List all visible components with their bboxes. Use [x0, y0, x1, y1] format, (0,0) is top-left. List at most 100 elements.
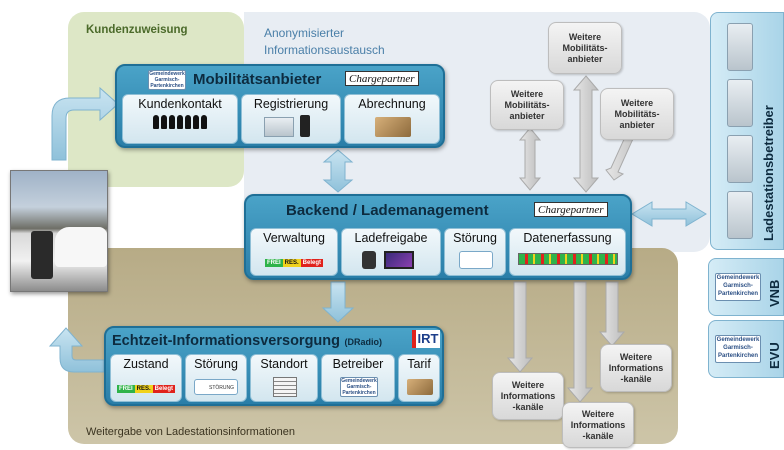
registrierung-label: Registrierung — [253, 97, 329, 111]
weitere-informationskanaele-2: Weitere Informations -kanäle — [562, 402, 634, 448]
tarif-label: Tarif — [407, 357, 431, 371]
invoice-icon — [375, 117, 411, 137]
betreiber-card: Betreiber Gemeindewerk Garmisch- Partenk… — [321, 354, 395, 402]
wi-line: -kanäle — [620, 373, 652, 384]
stoerung-backend-label: Störung — [453, 231, 497, 245]
logo-line: Partenkirchen — [717, 291, 759, 297]
ladefreigabe-card: Ladefreigabe — [341, 228, 441, 276]
wm-line: anbieter — [567, 53, 603, 64]
mobility-provider-panel: Gemeindewerk Garmisch- Partenkirchen Mob… — [115, 64, 445, 148]
datenerfassung-card: Datenerfassung — [509, 228, 626, 276]
logo-line: Gemeindewerk — [341, 378, 377, 384]
wm-line: Mobilitäts- — [614, 108, 660, 119]
stoerung-realtime-label: Störung — [194, 357, 238, 371]
kundenkontakt-card: Kundenkontakt — [122, 94, 238, 144]
standort-card: Standort — [250, 354, 318, 402]
tag-belegt: Belegt — [300, 259, 324, 267]
logo-line: Partenkirchen — [150, 83, 184, 89]
tag-belegt: Belegt — [152, 385, 176, 393]
rfid-icon — [362, 251, 376, 269]
backend-panel: Backend / Lademanagement Chargepartner V… — [244, 194, 632, 280]
gw-logo-betreiber: Gemeindewerk Garmisch- Partenkirchen — [340, 377, 378, 397]
zone-informationsaustausch-label-2: Informationsaustausch — [264, 43, 385, 57]
charging-station-icon — [727, 23, 753, 71]
tarif-card: Tarif — [398, 354, 440, 402]
logo-line: Gemeindewerk — [149, 71, 185, 77]
laptop-icon — [264, 117, 294, 137]
data-chart-icon — [518, 253, 618, 265]
arrow-mobility-backend — [322, 149, 354, 193]
station-list-icon — [273, 377, 297, 397]
arrow-grey-mob-2 — [572, 75, 600, 193]
tablet-icon — [384, 251, 414, 269]
wi-line: Weitere — [511, 379, 545, 390]
realtime-subtitle: (DRadio) — [344, 337, 382, 347]
wi-line: Informations — [608, 362, 664, 373]
car-body-icon — [55, 227, 107, 267]
irt-logo: IRT — [412, 330, 440, 348]
logo-line: Gemeindewerk — [716, 275, 760, 281]
evu-label: EVU — [767, 342, 782, 369]
wm-line: Weitere — [510, 88, 544, 99]
chargepartner-logo-backend: Chargepartner — [534, 202, 608, 217]
arrow-grey-info-2 — [566, 281, 594, 403]
weitere-mobilitaetsanbieter-3: Weitere Mobilitäts- anbieter — [600, 88, 674, 140]
chargepartner-logo-mobility: Chargepartner — [345, 71, 419, 86]
ladestationsbetreiber-column: Ladestationsbetreiber — [710, 12, 784, 250]
backend-title: Backend / Lademanagement — [286, 202, 489, 219]
stoerung-backend-card: Störung — [444, 228, 506, 276]
zustand-label: Zustand — [123, 357, 169, 371]
wi-line: Informations — [500, 390, 556, 401]
betreiber-label: Betreiber — [332, 357, 384, 371]
weitere-mobilitaetsanbieter-2: Weitere Mobilitäts- anbieter — [548, 22, 622, 74]
vnb-label: VNB — [767, 279, 782, 307]
wm-line: Weitere — [620, 97, 654, 108]
wm-line: anbieter — [619, 119, 655, 130]
tag-frei: FREI — [264, 259, 283, 267]
realtime-title: Echtzeit-Informationsversorgung — [112, 333, 340, 349]
arrow-grey-mob-1 — [518, 127, 542, 191]
logo-line: Garmisch- — [154, 77, 180, 83]
wi-line: Weitere — [581, 408, 615, 419]
arrow-backend-stations — [631, 201, 707, 227]
weitere-informationskanaele-1: Weitere Informations -kanäle — [492, 372, 564, 420]
phone-icon — [300, 115, 310, 137]
kundenkontakt-label: Kundenkontakt — [138, 97, 222, 111]
tag-frei: FREI — [116, 385, 135, 393]
wi-line: -kanäle — [582, 430, 614, 441]
customers-icon — [123, 115, 237, 134]
wm-line: Mobilitäts- — [562, 42, 608, 53]
logo-line: Garmisch- — [723, 345, 753, 351]
vnb-box: Gemeindewerk Garmisch- Partenkirchen VNB — [708, 258, 784, 316]
mobility-provider-title: Mobilitätsanbieter — [193, 71, 322, 88]
car-door-icon — [31, 231, 53, 279]
charging-station-icon — [727, 135, 753, 183]
money-icon — [407, 379, 433, 395]
tag-res: RES. — [282, 259, 301, 267]
zone-kundenzuweisung-label: Kundenzuweisung — [86, 24, 188, 36]
gw-logo-mobility: Gemeindewerk Garmisch- Partenkirchen — [148, 70, 186, 90]
phone-support-icon — [459, 251, 493, 269]
gw-logo-vnb: Gemeindewerk Garmisch- Partenkirchen — [715, 273, 761, 301]
zone-informationsaustausch-label-1: Anonymisierter — [264, 26, 345, 40]
logo-line: Garmisch- — [346, 384, 372, 390]
standort-label: Standort — [260, 357, 308, 371]
arrow-backend-realtime — [321, 281, 355, 323]
logo-line: Partenkirchen — [717, 353, 759, 359]
arrow-realtime-to-photo — [48, 327, 105, 373]
phone-support-icon: STÖRUNG — [194, 379, 238, 395]
ladefreigabe-label: Ladefreigabe — [354, 231, 428, 245]
logo-line: Partenkirchen — [342, 390, 376, 396]
abrechnung-label: Abrechnung — [358, 97, 426, 111]
wi-line: Informations — [570, 419, 626, 430]
stoerung-realtime-card: Störung STÖRUNG — [185, 354, 247, 402]
datenerfassung-label: Datenerfassung — [523, 231, 612, 245]
logo-line: Gemeindewerk — [716, 337, 760, 343]
ladestationsbetreiber-label: Ladestationsbetreiber — [761, 105, 776, 241]
wi-line: -kanäle — [512, 401, 544, 412]
